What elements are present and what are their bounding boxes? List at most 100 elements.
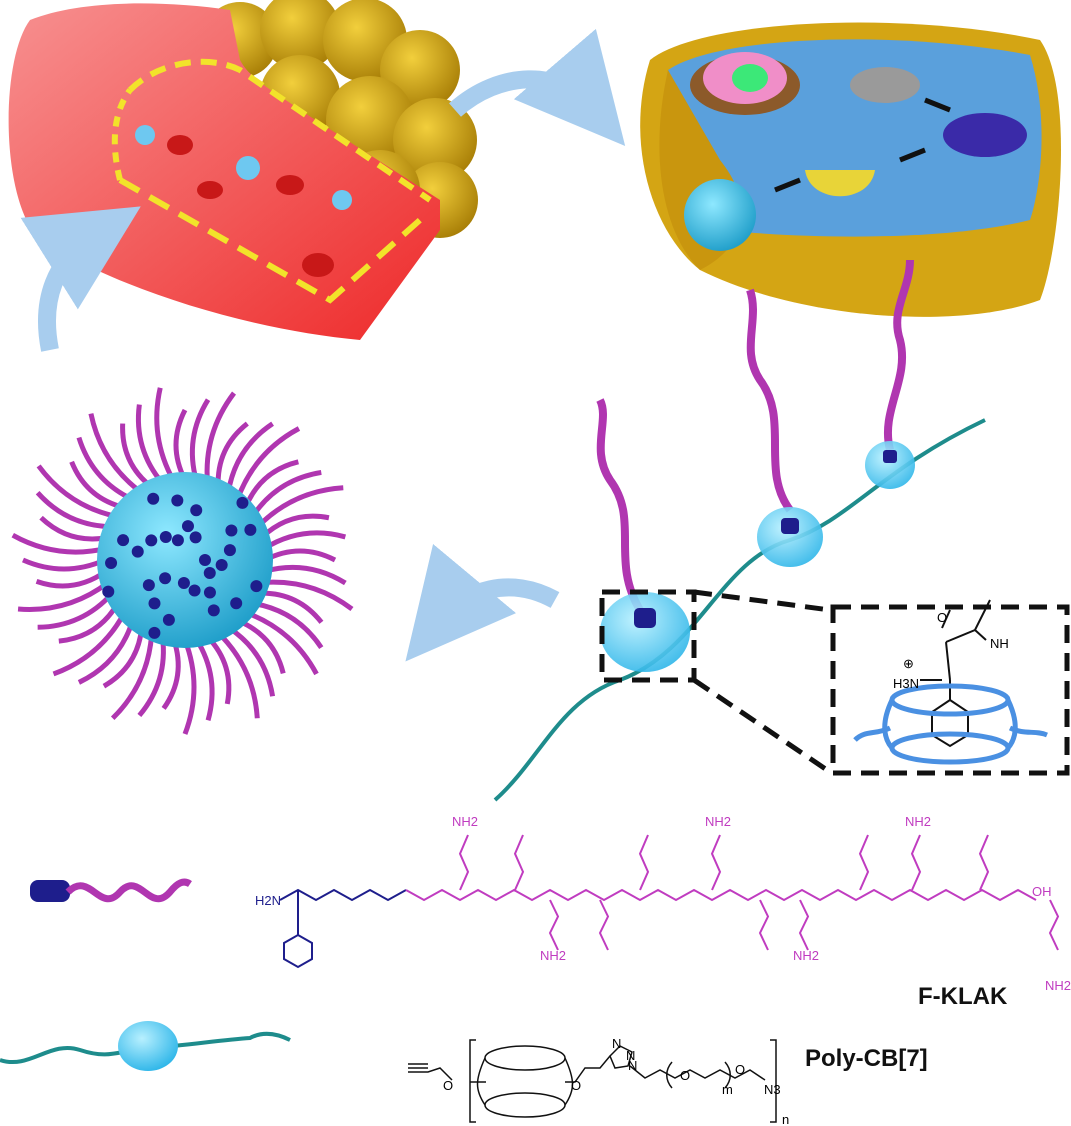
phe-anchor: [188, 584, 201, 597]
phe-anchor: [225, 524, 238, 537]
peptide-strand: [88, 413, 144, 495]
amine-label: H3N: [893, 676, 919, 691]
phe-anchor: [244, 523, 257, 536]
peptide-strand: [35, 491, 113, 530]
triazole-n-label: N: [626, 1048, 635, 1063]
peptide-strand: [263, 548, 337, 563]
side-chain: [548, 899, 560, 951]
cb7-bead: [865, 441, 915, 489]
phe-anchor: [142, 579, 155, 592]
ether-o-label: O: [571, 1078, 581, 1093]
phe-anchor: [177, 576, 190, 589]
transport-arrows: [774, 97, 951, 193]
nanoparticle: [11, 387, 354, 735]
peptide-strand: [21, 557, 107, 572]
peptide-strand: [77, 619, 135, 685]
phe-anchor: [171, 494, 184, 507]
phe-anchor: [148, 626, 161, 639]
side-amine-label: NH2: [705, 814, 731, 829]
phe-anchor: [223, 544, 236, 557]
peptide-strand: [36, 464, 119, 520]
triazole-n-label: N: [612, 1036, 621, 1051]
side-chain: [978, 834, 990, 891]
charge-symbol: ⊕: [903, 656, 914, 671]
side-chain: [710, 834, 722, 891]
cancer-cell: [640, 22, 1061, 317]
phe-anchor: [131, 545, 144, 558]
carbonyl-label: O: [937, 610, 947, 625]
peg-o-label: O: [735, 1062, 745, 1077]
fklak-structure: [279, 834, 1060, 969]
phe-anchor: [189, 531, 202, 544]
peptide-strand: [244, 610, 319, 676]
phe-anchor: [162, 613, 175, 626]
peptide-strand: [235, 426, 301, 501]
arrow-vessel-to-cell: [449, 28, 626, 146]
phe-anchor: [215, 558, 228, 571]
inset-structure: ⊕ H3N NH O: [853, 599, 1048, 765]
phe-anchor: [147, 492, 160, 505]
side-amine-label: NH2: [1045, 978, 1071, 993]
peptide-strand: [189, 398, 211, 482]
legend-polymer-icon: [0, 1021, 291, 1071]
peptide-strand: [17, 580, 110, 612]
zoom-callout: [599, 589, 1070, 776]
polycb7-label: Poly-CB[7]: [805, 1045, 928, 1072]
phe-anchor: [207, 604, 220, 617]
side-chain: [910, 834, 922, 891]
side-chain: [1048, 899, 1060, 951]
side-chain: [458, 834, 470, 891]
cb7-bead: [600, 592, 690, 672]
phe-anchor: [230, 597, 243, 610]
fklak-label: F-KLAK: [918, 983, 1008, 1010]
peptide-strand: [35, 569, 108, 589]
peptide-strand: [182, 639, 197, 735]
side-chain: [638, 834, 650, 891]
phe-anchor: [181, 520, 194, 533]
phe-anchor: [190, 504, 203, 517]
peptide-strand: [263, 564, 347, 586]
side-chain: [513, 834, 525, 891]
peptide-strand: [52, 611, 127, 677]
phe-anchor: [145, 534, 158, 547]
phe-anchor: [159, 572, 172, 585]
arrow-assembly-to-np: [405, 543, 560, 662]
repeat-m-label: m: [722, 1082, 733, 1097]
phe-anchor: [117, 534, 130, 547]
phe-anchor: [236, 496, 249, 509]
polycb7-structure: [408, 1039, 777, 1123]
phe-anchor: [203, 567, 216, 580]
side-amine-label: NH2: [793, 948, 819, 963]
side-chain: [598, 899, 610, 951]
side-amine-label: NH2: [452, 814, 478, 829]
cb7-bead: [757, 507, 823, 567]
amide-label: NH: [990, 636, 1009, 651]
phe-anchor: [203, 586, 216, 599]
phe-anchor: [102, 585, 115, 598]
peptide-strand: [255, 485, 344, 529]
side-amine-label: NH2: [905, 814, 931, 829]
side-chain: [858, 834, 870, 891]
peptide-strand: [194, 637, 215, 722]
peptide-strand: [251, 600, 324, 649]
peptide-strand: [137, 636, 166, 718]
peptide-strand: [76, 436, 134, 502]
peptide-strand: [226, 625, 276, 697]
peptide-strand: [262, 530, 347, 551]
n-terminus-label: H2N: [255, 893, 281, 908]
phe-anchor: [250, 580, 263, 593]
phe-anchor: [148, 597, 161, 610]
triazole-n-label: N: [628, 1058, 637, 1073]
side-chain: [798, 899, 810, 951]
c-terminus-label: OH: [1032, 884, 1052, 899]
repeat-n-label: n: [782, 1112, 789, 1126]
phe-anchor: [105, 557, 118, 570]
peptide-strand: [154, 387, 176, 483]
peptide-strand: [110, 632, 155, 721]
peg-o-label: O: [680, 1068, 690, 1083]
peptide-strand: [37, 591, 115, 630]
peptide-strand: [135, 404, 165, 485]
azide-label: N3: [764, 1082, 781, 1097]
